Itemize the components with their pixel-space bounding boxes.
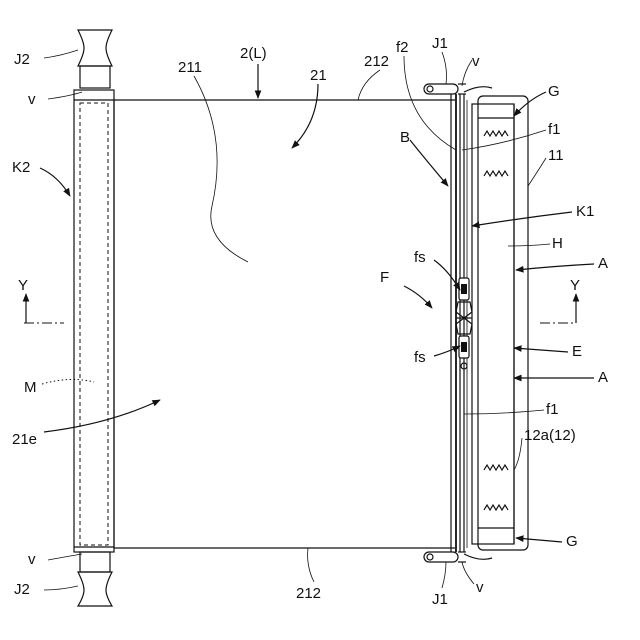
label-k1: K1 (576, 203, 594, 220)
label-212-top: 212 (364, 53, 389, 70)
label-f2: f2 (396, 39, 409, 56)
label-211: 211 (178, 59, 202, 76)
label-11: 11 (548, 147, 564, 164)
label-21e: 21e (12, 431, 37, 448)
right-edge-assembly (424, 84, 492, 562)
label-b: B (400, 129, 410, 146)
right-housing (472, 96, 528, 550)
label-212-bottom: 212 (296, 585, 321, 602)
reference-labels: J2 v K2 Y M 21e v J2 211 2(L) 21 212 212… (12, 35, 608, 608)
label-21: 21 (310, 67, 327, 84)
label-j1-bottom: J1 (432, 591, 448, 608)
label-12a: 12a(12) (524, 427, 576, 444)
outer-housing-11 (478, 96, 528, 550)
j1-top-bracket (424, 84, 492, 94)
label-fs-top: fs (414, 249, 426, 266)
label-f: F (380, 269, 389, 286)
label-fs-bottom: fs (414, 349, 426, 366)
label-a-bottom: A (598, 369, 608, 386)
label-v-bottom-left: v (28, 551, 36, 568)
label-e: E (572, 343, 582, 360)
label-g-top: G (548, 83, 560, 100)
bottom-shaft-connector (80, 552, 110, 572)
label-y-right: Y (570, 277, 580, 294)
screen-sheet (114, 100, 455, 548)
label-m: M (24, 379, 37, 396)
label-v-top-left: v (28, 91, 36, 108)
label-2l: 2(L) (240, 45, 267, 62)
j2-top-end-cap (78, 30, 112, 66)
label-a-top: A (598, 255, 608, 272)
j2-bottom-end-cap (78, 572, 112, 606)
label-y-left: Y (18, 277, 28, 294)
j1-bottom-bracket (424, 552, 492, 562)
leader-lines (40, 50, 594, 590)
label-v-top-right: v (472, 53, 480, 70)
label-k2: K2 (12, 159, 30, 176)
label-f1-bottom: f1 (546, 401, 559, 418)
label-h: H (552, 235, 563, 252)
label-g-bottom: G (566, 533, 578, 550)
label-f1-top: f1 (548, 121, 561, 138)
roller-inner-dashed (80, 103, 108, 545)
label-j1-top: J1 (432, 35, 448, 52)
left-roller-assembly (74, 30, 114, 606)
label-j2-bottom: J2 (14, 581, 30, 598)
label-j2-top: J2 (14, 51, 30, 68)
label-v-bottom-right: v (476, 579, 484, 596)
top-shaft-connector (80, 66, 110, 88)
